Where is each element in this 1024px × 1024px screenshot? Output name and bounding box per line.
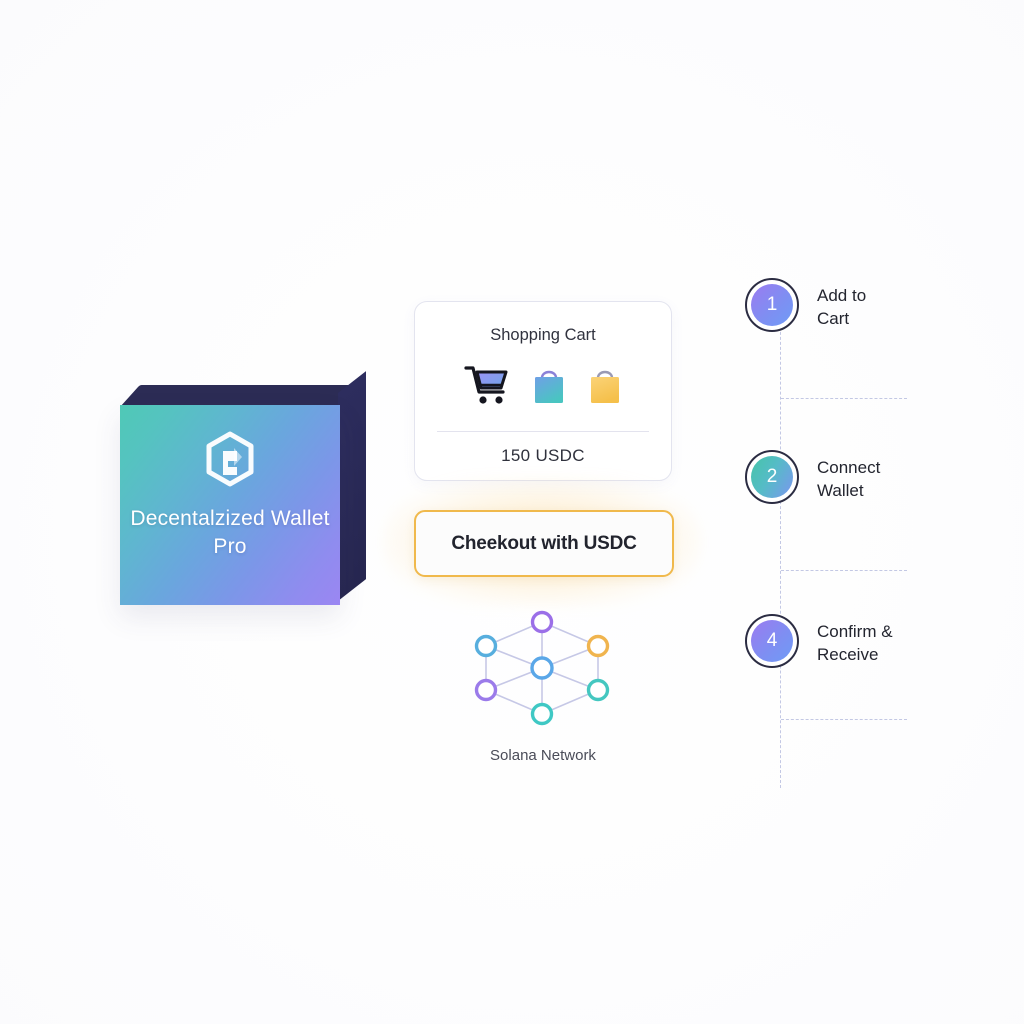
cart-divider (437, 431, 649, 432)
cart-item-icons (415, 363, 671, 411)
network-nodes-icon (468, 608, 616, 728)
step-label: Connect Wallet (817, 458, 881, 500)
checkout-button-label: Cheekout with USDC (451, 532, 637, 554)
step-branch-connector (781, 719, 907, 720)
box-front-face: Decentalzized Wallet Pro (120, 405, 340, 605)
product-box: Decentalzized Wallet Pro (110, 371, 370, 620)
cart-total-amount: 150 USDC (501, 446, 585, 465)
step-number: 4 (751, 620, 793, 662)
step-number: 1 (751, 284, 793, 326)
step-number-badge: 2 (745, 450, 799, 504)
shopping-bag-icon (588, 364, 622, 411)
checkout-steps: 1 Add to Cart 2 Connect Wallet 4 Confirm… (745, 268, 995, 788)
step-number-badge: 4 (745, 614, 799, 668)
step-branch-connector (781, 570, 907, 571)
network-label: Solana Network (490, 747, 596, 764)
step-number-badge: 1 (745, 278, 799, 332)
cart-card-title: Shopping Cart (490, 326, 596, 344)
checkout-with-usdc-button[interactable]: Cheekout with USDC (414, 510, 674, 577)
shopping-cart-icon (464, 364, 510, 411)
step-number: 2 (751, 456, 793, 498)
step-item-add-to-cart[interactable]: 1 Add to Cart (745, 278, 866, 332)
step-label: Add to Cart (817, 286, 867, 328)
step-label: Confirm & Receive (817, 622, 893, 664)
product-title: Decentalzized Wallet Pro (130, 507, 330, 558)
shopping-cart-card: Shopping Cart (414, 301, 672, 481)
step-branch-connector (781, 398, 907, 399)
step-item-confirm-receive[interactable]: 4 Confirm & Receive (745, 614, 893, 668)
steps-vertical-connector (780, 302, 781, 788)
box-side-face (338, 371, 366, 601)
step-item-connect-wallet[interactable]: 2 Connect Wallet (745, 450, 880, 504)
box-top-face (120, 385, 365, 407)
shopping-bag-icon (532, 364, 566, 411)
hexagon-wallet-logo-icon (120, 431, 340, 487)
